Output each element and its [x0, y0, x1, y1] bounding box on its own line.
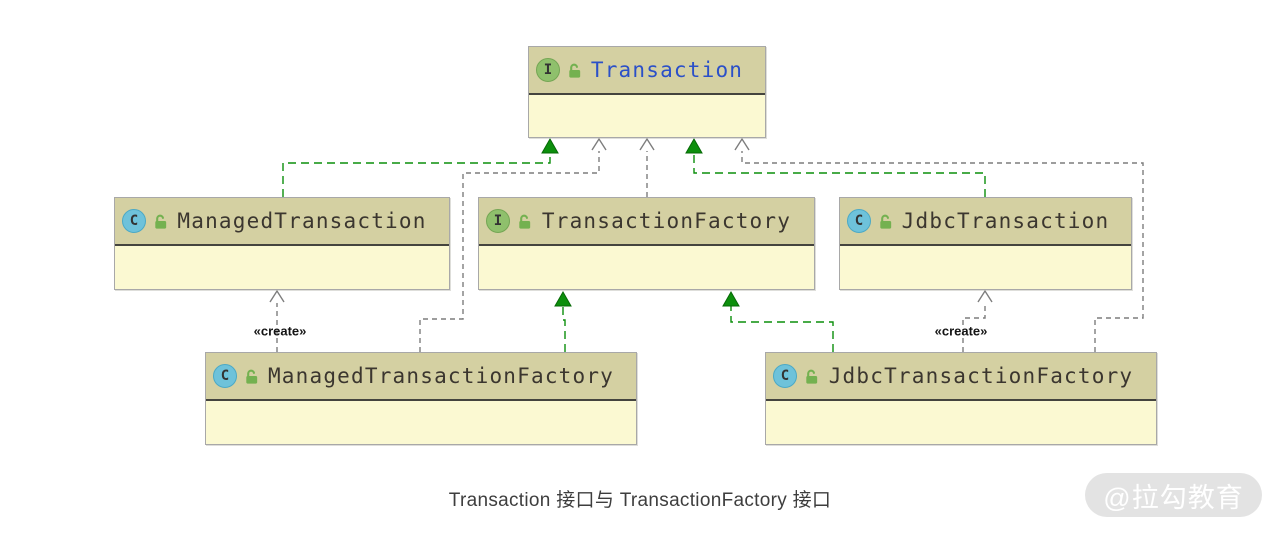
node-title-transaction-factory: TransactionFactory: [541, 209, 792, 233]
node-title-transaction: Transaction: [590, 58, 744, 82]
node-title-jdbc-transaction: JdbcTransaction: [901, 209, 1110, 233]
jdbc-transaction-implements-transaction-line: [693, 153, 986, 197]
realization-triangle-arrowhead: [554, 290, 572, 307]
class-badge-icon: C: [773, 364, 797, 388]
class-badge-icon: C: [213, 364, 237, 388]
node-header: I Transaction: [529, 47, 765, 95]
dependency-chevron-arrowhead: [269, 289, 285, 303]
watermark-badge: @拉勾教育: [1085, 473, 1262, 517]
dependency-chevron-arrowhead: [977, 289, 993, 303]
class-badge-icon: C: [122, 209, 146, 233]
node-title-managed-transaction: ManagedTransaction: [177, 209, 427, 233]
class-node-jdbc-transaction[interactable]: C JdbcTransaction: [839, 197, 1132, 290]
class-node-managed-transaction-factory[interactable]: C ManagedTransactionFactory: [205, 352, 637, 445]
interface-badge-icon: I: [486, 209, 510, 233]
diagram-caption: Transaction 接口与 TransactionFactory 接口: [448, 490, 832, 511]
node-body: [840, 246, 1131, 289]
node-body: [206, 401, 636, 444]
class-node-jdbc-transaction-factory[interactable]: C JdbcTransactionFactory: [765, 352, 1157, 445]
managed-transaction-implements-transaction-line: [282, 153, 551, 197]
unlocked-padlock-icon: [806, 369, 818, 384]
unlocked-padlock-icon: [880, 214, 892, 229]
node-header: C ManagedTransactionFactory: [206, 353, 636, 401]
node-body: [529, 95, 765, 137]
node-header: I TransactionFactory: [479, 198, 814, 246]
node-header: C JdbcTransaction: [840, 198, 1131, 246]
interface-badge-icon: I: [536, 58, 560, 82]
watermark-text: @拉勾教育: [1103, 482, 1244, 513]
realization-triangle-arrowhead: [685, 137, 703, 154]
unlocked-padlock-icon: [519, 214, 531, 229]
node-body: [766, 401, 1156, 444]
node-body: [479, 246, 814, 289]
class-node-managed-transaction[interactable]: C ManagedTransaction: [114, 197, 450, 290]
node-title-managed-transaction-factory: ManagedTransactionFactory: [267, 364, 615, 388]
create-stereotype-label: «create»: [934, 323, 988, 339]
jdbc-transaction-factory-implements-transaction-factory-line: [730, 306, 834, 352]
unlocked-padlock-icon: [569, 63, 581, 78]
realization-triangle-arrowhead: [722, 290, 740, 307]
node-body: [115, 246, 449, 289]
create-stereotype-label: «create»: [253, 323, 307, 339]
managed-transaction-factory-implements-transaction-factory-line: [562, 306, 566, 352]
node-title-jdbc-transaction-factory: JdbcTransactionFactory: [828, 364, 1134, 388]
realization-triangle-arrowhead: [541, 137, 559, 154]
node-header: C JdbcTransactionFactory: [766, 353, 1156, 401]
node-header: C ManagedTransaction: [115, 198, 449, 246]
class-node-transaction-factory[interactable]: I TransactionFactory: [478, 197, 815, 290]
class-badge-icon: C: [847, 209, 871, 233]
class-node-transaction[interactable]: I Transaction: [528, 46, 766, 138]
unlocked-padlock-icon: [155, 214, 167, 229]
dependency-chevron-arrowhead: [734, 137, 750, 151]
dependency-chevron-arrowhead: [591, 137, 607, 151]
unlocked-padlock-icon: [246, 369, 258, 384]
dependency-chevron-arrowhead: [639, 137, 655, 151]
